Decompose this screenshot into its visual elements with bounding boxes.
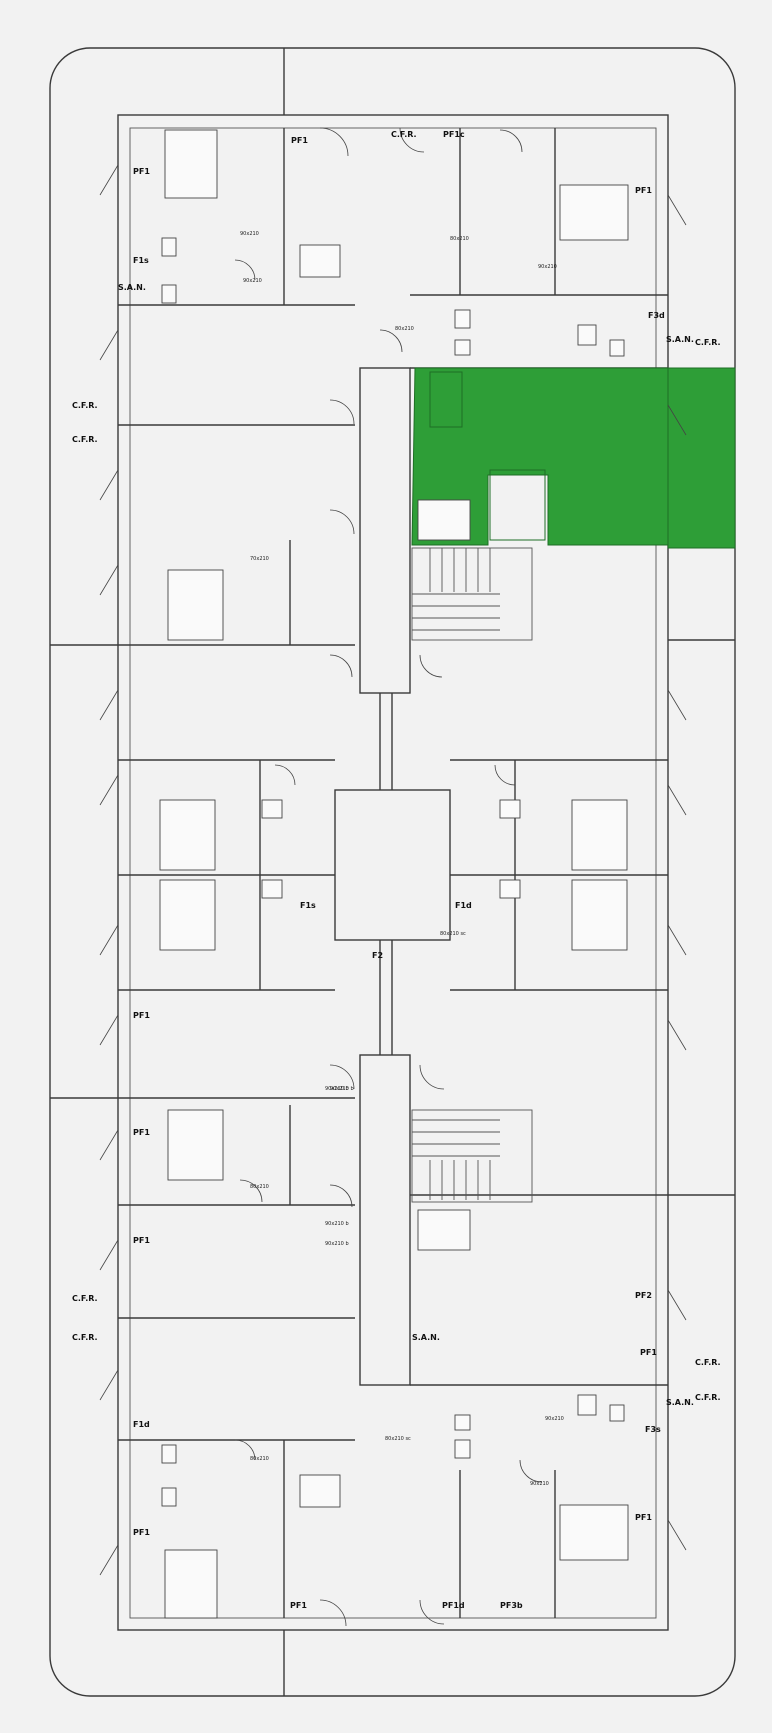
plan-label-cfr-h: C.F.R. (695, 1393, 721, 1402)
hl-bath (489, 469, 546, 541)
plan-label-pf3b-a: PF3b (500, 1601, 523, 1610)
door-size-label: 80x210 (395, 326, 414, 332)
bed (559, 184, 629, 241)
central-hall (334, 789, 451, 941)
door-size-label: 90x210 b (330, 1086, 354, 1092)
door-size-label: 90x210 (538, 264, 557, 270)
plan-label-cfr-a: C.F.R. (391, 130, 417, 139)
plan-label-pf1c-a: PF1c (443, 130, 465, 139)
plan-label-cfr-e: C.F.R. (72, 1294, 98, 1303)
plan-label-f1d-b: F1d (133, 1420, 150, 1429)
plan-label-cfr-b: C.F.R. (72, 401, 98, 410)
door-size-label: 90x210 b (325, 1086, 349, 1092)
bed (159, 879, 216, 951)
stairs-lower (411, 1109, 533, 1203)
door-size-label: 90x210 (243, 278, 262, 284)
plan-label-f3d-a: F3d (648, 311, 665, 320)
plan-label-pf1-e: PF1 (133, 1128, 150, 1137)
bed (417, 1209, 471, 1251)
plan-label-pf1-i: PF1 (290, 1601, 307, 1610)
bed (167, 1109, 224, 1181)
bed (167, 569, 224, 641)
interior-envelope-inner (129, 127, 657, 1619)
plan-label-san-d: S.A.N. (666, 1398, 694, 1407)
plan-label-san-c: S.A.N. (412, 1333, 440, 1342)
plan-label-pf1d-a: PF1d (442, 1601, 465, 1610)
windows-left (99, 164, 119, 1576)
door-size-label: 80x210 sc (385, 1436, 411, 1442)
bed (571, 799, 628, 871)
windows-right (667, 194, 687, 1551)
door-size-label: 90x210 b (325, 1221, 349, 1227)
plan-label-f1s-a: F1s (133, 256, 149, 265)
door-size-label: 80x210 (450, 236, 469, 242)
plan-label-f3s-a: F3s (645, 1425, 661, 1434)
door-size-label: 90x210 (545, 1416, 564, 1422)
plan-label-pf1-d: PF1 (133, 1011, 150, 1020)
plan-label-f2-a: F2 (372, 951, 383, 960)
plan-label-pf1-f: PF1 (133, 1236, 150, 1245)
building-outline (49, 47, 736, 1697)
plan-label-san-a: S.A.N. (118, 283, 146, 292)
plan-label-cfr-g: C.F.R. (695, 1358, 721, 1367)
door-size-label: 80x210 (250, 1184, 269, 1190)
plan-label-pf1-g: PF1 (635, 1513, 652, 1522)
corridor (359, 1054, 411, 1386)
plan-label-pf1-b: PF1 (291, 136, 308, 145)
plan-label-pf1-j: PF1 (640, 1348, 657, 1357)
corridor (359, 367, 411, 694)
door-size-label: 70x210 (250, 556, 269, 562)
plan-label-cfr-c: C.F.R. (72, 435, 98, 444)
table (299, 244, 341, 278)
bed (571, 879, 628, 951)
plan-label-cfr-f: C.F.R. (72, 1333, 98, 1342)
bed (559, 1504, 629, 1561)
plan-label-pf1-c: PF1 (635, 186, 652, 195)
plan-label-f1d-a: F1d (455, 901, 472, 910)
table (299, 1474, 341, 1508)
bathroom-fixtures (161, 237, 625, 1507)
door-size-label: 90x210 (240, 231, 259, 237)
plan-label-f1s-b: F1s (300, 901, 316, 910)
bed (417, 499, 471, 541)
bed (159, 799, 216, 871)
door-size-label: 80x210 (250, 1456, 269, 1462)
plan-label-pf2-a: PF2 (635, 1291, 652, 1300)
interior-envelope (117, 114, 669, 1631)
door-swings (234, 127, 543, 1627)
plan-label-cfr-d: C.F.R. (695, 338, 721, 347)
plan-label-pf1-h: PF1 (133, 1528, 150, 1537)
hl-kitchen (429, 371, 463, 428)
bed (164, 1549, 218, 1619)
bed (164, 129, 218, 199)
door-size-label: 90x210 (530, 1481, 549, 1487)
door-size-label: 80x210 sc (440, 931, 466, 937)
highlighted-apartment (411, 367, 736, 549)
plan-label-san-b: S.A.N. (666, 335, 694, 344)
plan-label-pf1-a: PF1 (133, 167, 150, 176)
stairs-upper (411, 547, 533, 641)
door-size-label: 90x210 b (325, 1241, 349, 1247)
